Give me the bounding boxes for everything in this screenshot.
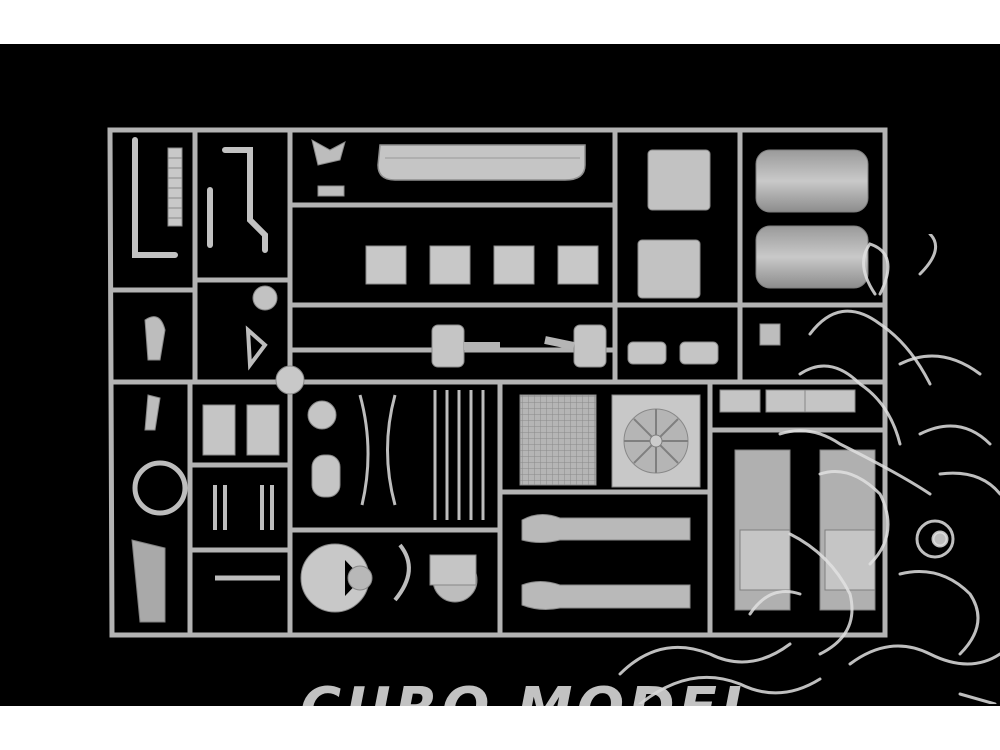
- box-part: [429, 245, 471, 285]
- photo: CURO MODEL: [0, 44, 1000, 706]
- exhaust-pipes: [132, 137, 268, 258]
- box-part: [365, 245, 407, 285]
- wheel-hub: [252, 285, 278, 311]
- large-tank-half: [755, 225, 869, 289]
- bracket-part: [311, 139, 346, 166]
- box-part: [557, 245, 599, 285]
- large-tank-half: [755, 149, 869, 213]
- intake-duct: [521, 514, 691, 543]
- fuel-tank: [647, 149, 711, 211]
- air-filter: [431, 324, 465, 368]
- bottom-white-band: [0, 706, 1000, 750]
- fuel-tank: [637, 239, 701, 299]
- dragon-logo-icon: [618, 234, 1000, 704]
- watermark-text: CURO MODEL: [300, 676, 761, 706]
- steering-wheel: [132, 460, 188, 516]
- box-part: [493, 245, 535, 285]
- sprue-frame: [107, 127, 888, 638]
- bumper-part: [377, 144, 586, 181]
- sprue-runners: [107, 127, 888, 638]
- radiator: [519, 394, 597, 486]
- engine-block: [429, 554, 478, 603]
- top-white-band: [0, 0, 1000, 44]
- ladder-part: [167, 147, 183, 227]
- intake-duct: [521, 581, 691, 610]
